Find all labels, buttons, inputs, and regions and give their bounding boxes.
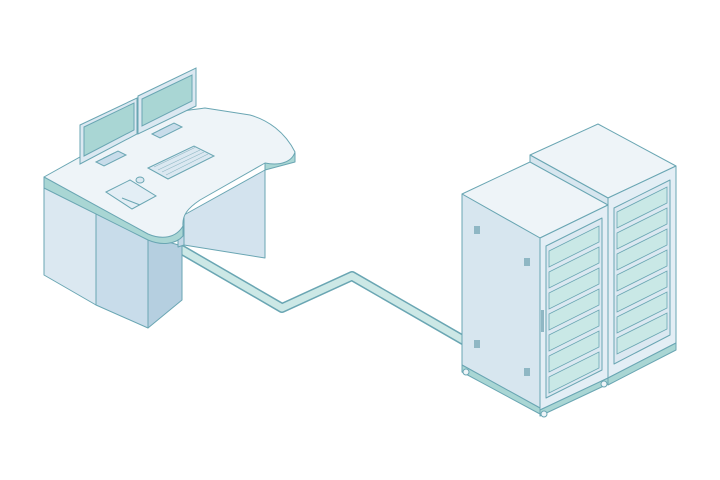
drive-bays-right bbox=[616, 186, 668, 355]
tablet bbox=[104, 179, 157, 210]
monitor-left bbox=[79, 97, 138, 167]
drive-bays-left bbox=[548, 225, 600, 394]
desk bbox=[43, 107, 296, 329]
monitor-right bbox=[137, 67, 197, 139]
mouse bbox=[135, 176, 145, 184]
keyboard bbox=[146, 145, 216, 180]
rack-handle bbox=[541, 310, 544, 332]
network-cable bbox=[177, 245, 475, 349]
